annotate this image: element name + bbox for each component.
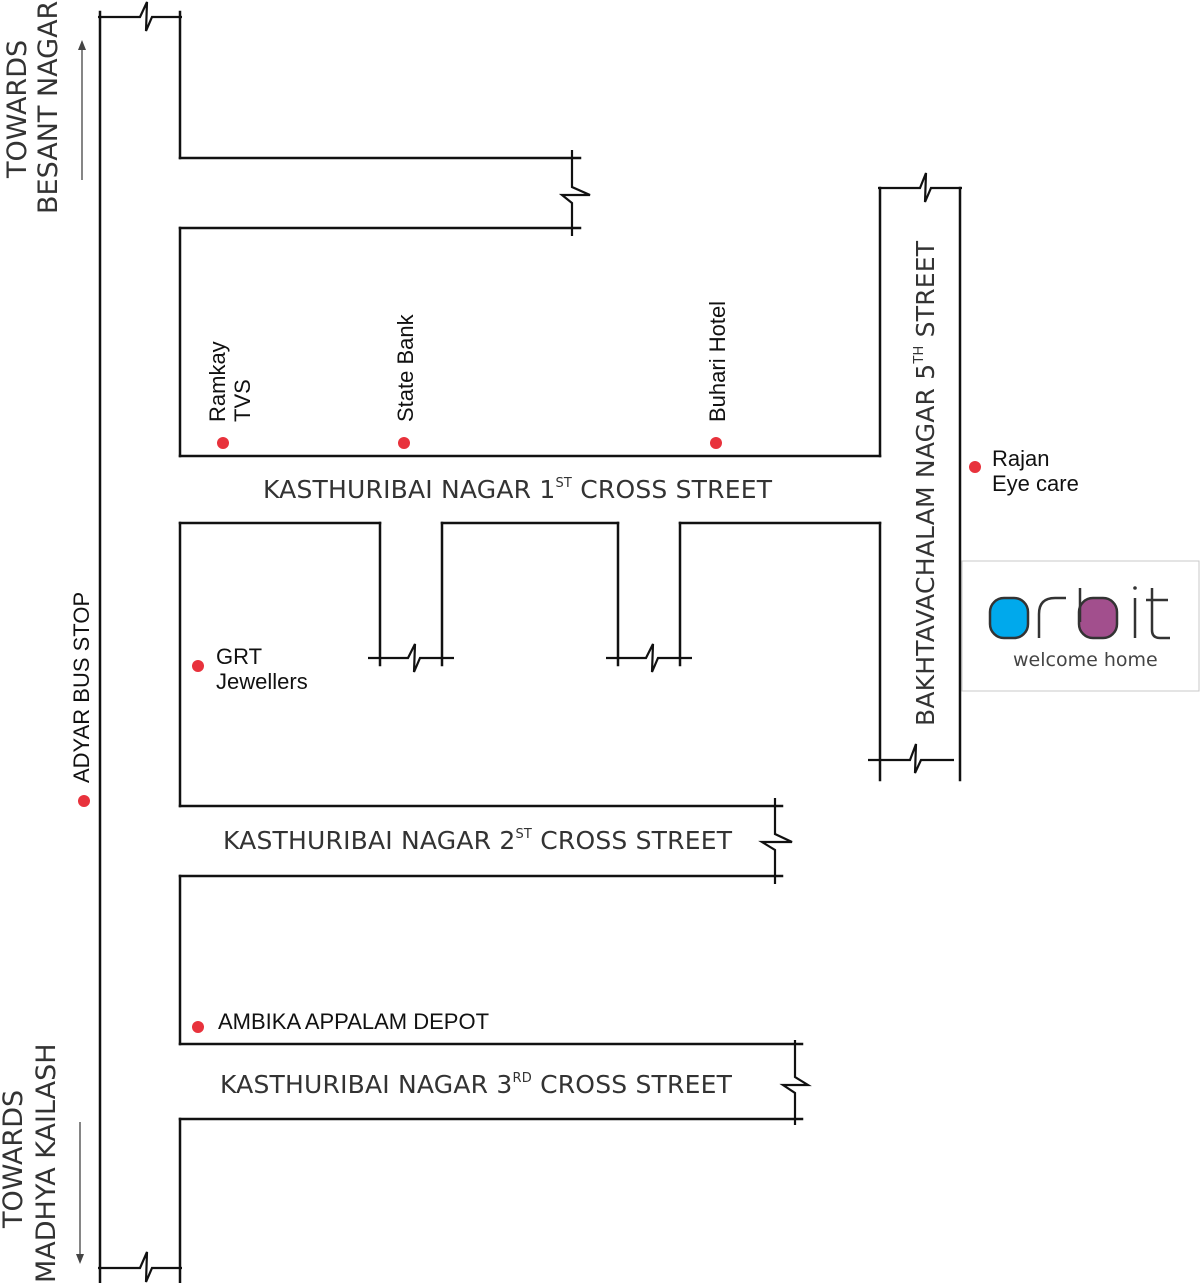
landmark-label: Eye care (992, 471, 1079, 496)
street-label-cross-1: KASTHURIBAI NAGAR 1ST CROSS STREET (263, 475, 773, 504)
landmark-state-bank[interactable]: State Bank (393, 313, 418, 449)
road-break (868, 743, 954, 774)
down-arrow-icon (76, 1122, 84, 1264)
landmark-label: State Bank (393, 313, 418, 422)
landmark-label: TVS (230, 379, 255, 422)
road-break (558, 150, 591, 236)
logo-letter-o (988, 596, 1030, 640)
logo-letter-b (1077, 596, 1119, 640)
road-break (606, 643, 692, 673)
landmark-dot (192, 660, 204, 672)
logo-wordmark (988, 586, 1170, 640)
landmark-ramkay-tvs[interactable]: Ramkay TVS (205, 341, 255, 449)
landmark-label: AMBIKA APPALAM DEPOT (218, 1009, 489, 1034)
landmark-dot (217, 437, 229, 449)
landmark-label: GRT (216, 644, 262, 669)
street-label-cross-3: KASTHURIBAI NAGAR 3RD CROSS STREET (220, 1070, 733, 1099)
landmark-label: Buhari Hotel (705, 301, 730, 422)
landmark-dot (398, 437, 410, 449)
logo-tagline: welcome home (1013, 649, 1158, 671)
direction-north-line2: BESANT NAGAR (33, 1, 64, 214)
landmark-buhari-hotel[interactable]: Buhari Hotel (705, 301, 730, 449)
street-label-cross-2: KASTHURIBAI NAGAR 2ST CROSS STREET (223, 826, 733, 855)
road-break-top (98, 1, 182, 32)
landmark-dot (78, 795, 90, 807)
logo-letter-r (1037, 596, 1066, 638)
fifth-street-road (868, 172, 962, 782)
road-break (758, 798, 793, 884)
orbit-logo[interactable]: welcome home (961, 560, 1200, 692)
landmark-ambika-appalam-depot[interactable]: AMBIKA APPALAM DEPOT (192, 1009, 489, 1034)
landmark-label: Jewellers (216, 669, 308, 694)
landmark-adyar-bus-stop[interactable]: ADYAR BUS STOP (69, 592, 94, 807)
top-side-road (178, 150, 591, 236)
landmark-dot (710, 437, 722, 449)
road-break-bottom (98, 1251, 182, 1283)
cross-street-2-road (178, 798, 793, 884)
road-break (779, 1040, 812, 1125)
landmark-rajan-eye-care[interactable]: Rajan Eye care (969, 446, 1079, 496)
direction-south-line2: MADHYA KAILASH (31, 1043, 62, 1283)
direction-south-line1: TOWARDS (0, 1090, 29, 1229)
road-break (368, 643, 454, 673)
landmark-label: ADYAR BUS STOP (69, 592, 94, 783)
logo-letter-t (1150, 588, 1170, 640)
cross-street-3-road (178, 1040, 812, 1125)
landmark-dot (969, 461, 981, 473)
main-road (98, 1, 182, 1283)
landmark-label: Rajan (992, 446, 1049, 471)
landmark-dot (192, 1021, 204, 1033)
direction-north-line1: TOWARDS (2, 40, 33, 179)
landmark-label: Ramkay (205, 341, 230, 422)
street-label-fifth: BAKHTAVACHALAM NAGAR 5TH STREET (911, 240, 940, 726)
up-arrow-icon (78, 40, 86, 180)
road-break (878, 172, 962, 203)
landmark-grt-jewellers[interactable]: GRT Jewellers (192, 644, 308, 694)
cross-street-1-road (178, 454, 882, 673)
